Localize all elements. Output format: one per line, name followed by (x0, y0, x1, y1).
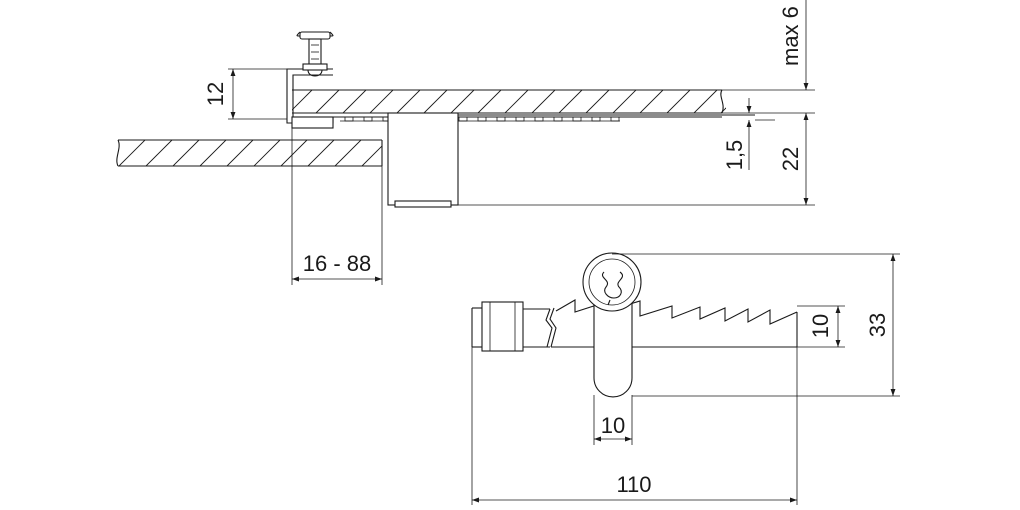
hatch-line (531, 90, 556, 113)
front-view: 10 33 10 110 (471, 252, 900, 505)
bar-tooth (591, 116, 601, 122)
cylinder-body (593, 303, 633, 398)
toothed-bar (292, 114, 755, 122)
dimension-total-height-label: 33 (865, 313, 890, 337)
hatch-line (396, 90, 421, 113)
dimension-max-label: max 6 (778, 6, 803, 66)
hatch-line (226, 140, 254, 166)
lock-body (387, 112, 459, 208)
bar-tooth (572, 116, 582, 122)
hatch-line (585, 90, 610, 113)
keyhole-head (582, 252, 642, 312)
dimension-12: 12 (203, 69, 236, 119)
bar-tooth (534, 116, 544, 122)
hatch-line (253, 140, 281, 166)
dimension-gap-label: 1,5 (722, 140, 747, 171)
dimension-16-88: 16 - 88 (292, 251, 382, 282)
hatch-line (118, 140, 146, 166)
hatch-line (334, 140, 362, 166)
rod-end (471, 301, 550, 352)
hatch-line (666, 90, 691, 113)
upper-plate (262, 89, 771, 114)
hatch-line (612, 90, 637, 113)
hatch-line (361, 145, 382, 166)
dimension-1-5: 1,5 (722, 98, 752, 171)
dimension-10-vertical: 10 (808, 306, 841, 347)
hatch-line (504, 90, 529, 113)
hatch-line (693, 90, 718, 113)
hatch-line (118, 140, 119, 141)
dimension-depth-label: 10 (808, 314, 833, 338)
hatch-line (307, 140, 335, 166)
side-view: 12 16 - 88 1,5 22 max 6 (116, 0, 815, 285)
hatch-line (720, 107, 726, 113)
dimension-length-label: 110 (616, 472, 651, 497)
hatch-line (315, 90, 340, 113)
hatch-line (369, 90, 394, 113)
front-extension-lines (471, 253, 900, 505)
hatch-line (172, 140, 200, 166)
hatch-line (450, 90, 475, 113)
dimension-33: 33 (865, 254, 896, 396)
bar-tooth (458, 116, 468, 122)
lower-plate (116, 139, 383, 167)
clamp-bracket (286, 68, 334, 129)
bar-tooth (515, 116, 525, 122)
hatch-line (558, 90, 583, 113)
hatch-line (423, 90, 448, 113)
dimension-22: 22 (778, 113, 809, 205)
hatch-line (477, 90, 502, 113)
hatch-line (145, 140, 173, 166)
dimension-width-label: 10 (601, 413, 625, 438)
dimension-10-horizontal: 10 (594, 413, 632, 442)
bar-tooth (477, 116, 487, 122)
hatch-line (639, 90, 664, 113)
hatch-line (748, 90, 771, 113)
bar-tooth (344, 116, 354, 122)
bar-tooth (553, 116, 563, 122)
dimension-max-6: max 6 (778, 0, 809, 90)
dimension-range-label: 16 - 88 (303, 251, 372, 276)
rack (545, 299, 798, 348)
bar-tooth (496, 116, 506, 122)
hatch-line (342, 90, 367, 113)
hatch-line (262, 90, 285, 113)
clamp-screw (296, 31, 334, 77)
dimension-12-label: 12 (203, 82, 228, 106)
dimension-110: 110 (472, 472, 797, 503)
dimension-height-label: 22 (778, 147, 803, 171)
bar-tooth (363, 116, 373, 122)
extension-lines (228, 68, 815, 285)
bar-tooth (610, 116, 620, 122)
hatch-line (280, 140, 308, 166)
hatch-line (199, 140, 227, 166)
